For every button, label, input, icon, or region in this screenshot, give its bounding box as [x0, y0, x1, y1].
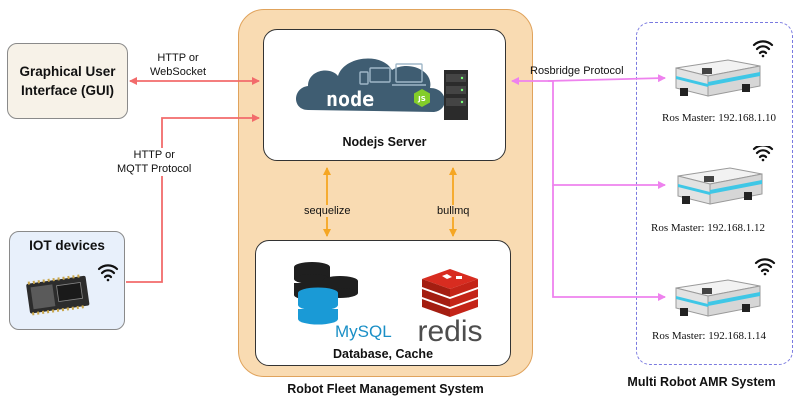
iot-board-icon [26, 264, 119, 316]
rosbridge-arrows [511, 74, 666, 301]
redis-logo: redis [417, 269, 483, 348]
database-cache-box: MySQL redis Database, Cache [255, 240, 511, 366]
robot-3-ros-master: Ros Master: 192.168.1.14 [652, 330, 766, 342]
http-websocket-line2: WebSocket [150, 66, 207, 78]
robot-2-ros-master: Ros Master: 192.168.1.12 [651, 222, 765, 234]
mysql-logo: MySQL [294, 262, 392, 341]
robot-3-icon [675, 258, 776, 317]
bullmq-label: bullmq [435, 205, 472, 217]
gui-label-line1: Graphical User [19, 64, 116, 79]
sequelize-label: sequelize [302, 205, 353, 217]
nodejs-logo: node JS [296, 58, 468, 120]
http-mqtt-line1: HTTP or [133, 149, 175, 161]
iot-wifi-icon [97, 264, 119, 282]
robot-2 [670, 144, 790, 236]
robot-3 [668, 258, 788, 348]
svg-text:node: node [326, 87, 374, 111]
svg-text:redis: redis [417, 315, 482, 348]
rosbridge-protocol-label: Rosbridge Protocol [530, 65, 624, 77]
fleet-management-label: Robot Fleet Management System [287, 382, 484, 396]
http-mqtt-label: HTTP or MQTT Protocol [114, 148, 195, 176]
gui-label: Graphical User Interface (GUI) [19, 62, 115, 100]
svg-text:MySQL: MySQL [335, 322, 392, 341]
iot-devices-label: IOT devices [29, 238, 105, 253]
robot-1-icon [675, 40, 774, 97]
http-mqtt-line2: MQTT Protocol [117, 163, 192, 175]
svg-text:JS: JS [417, 95, 426, 103]
http-websocket-line1: HTTP or [157, 52, 199, 64]
database-cache-label: Database, Cache [332, 347, 434, 361]
db-logos: MySQL redis [294, 262, 483, 348]
robot-1-ros-master: Ros Master: 192.168.1.10 [662, 112, 776, 124]
iot-devices-box: IOT devices [9, 231, 125, 330]
robot-1 [668, 38, 788, 128]
multi-robot-amr-box [636, 22, 793, 365]
http-websocket-label: HTTP or WebSocket [150, 51, 206, 79]
robot-2-icon [677, 144, 774, 205]
gui-label-line2: Interface (GUI) [20, 83, 114, 98]
nodejs-server-label: Nodejs Server [342, 135, 427, 149]
robot-3-wifi-icon [754, 258, 776, 276]
multi-robot-amr-label: Multi Robot AMR System [627, 375, 776, 389]
gui-box: Graphical User Interface (GUI) [7, 43, 128, 119]
robot-1-wifi-icon [752, 40, 774, 58]
iot-server-arrow [126, 114, 260, 283]
robot-2-wifi-icon [752, 144, 774, 162]
nodejs-server-box: node JS Nodejs Server [263, 29, 506, 161]
